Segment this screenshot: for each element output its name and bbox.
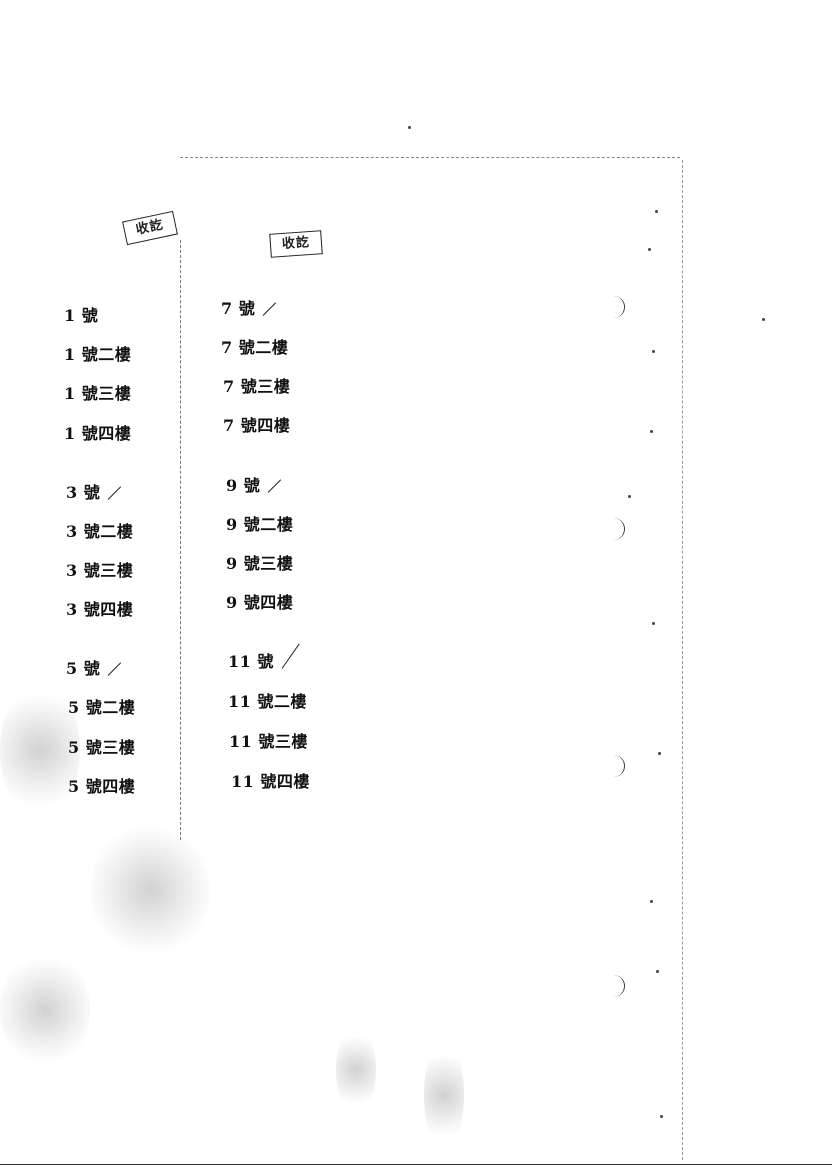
top-edge-line (180, 157, 680, 158)
punch-hole-icon (608, 755, 625, 777)
list-item: 5 號三樓 (68, 734, 135, 758)
list-item: 3 號四樓 (66, 596, 133, 620)
list-item: 7 號二樓 (221, 334, 288, 358)
list-item: 1 號三樓 (64, 380, 131, 404)
list-item: 1 號二樓 (64, 341, 131, 365)
scan-speck (408, 126, 411, 129)
scan-speck (658, 752, 661, 755)
entry-label: 3 號四樓 (66, 600, 134, 619)
list-item: 3 號 (66, 479, 122, 503)
entry-label: 1 號三樓 (64, 384, 132, 403)
entry-label: 7 號四樓 (223, 416, 291, 435)
entry-label: 11 號三樓 (229, 732, 308, 751)
checkmark-icon (280, 653, 296, 669)
checkmark-icon (261, 300, 277, 316)
entry-label: 9 號 (226, 476, 261, 495)
entry-label: 3 號二樓 (66, 522, 134, 541)
scan-speck (648, 248, 651, 251)
list-item: 11 號 (228, 648, 296, 672)
entry-label: 9 號四樓 (226, 593, 294, 612)
scan-smudge (90, 820, 210, 960)
entry-label: 5 號三樓 (68, 738, 136, 757)
list-item: 5 號二樓 (68, 694, 135, 718)
entry-label: 11 號二樓 (228, 692, 307, 711)
list-item: 11 號三樓 (229, 728, 308, 752)
punch-hole-icon (608, 296, 625, 318)
scan-smudge (424, 1040, 464, 1150)
entry-label: 1 號 (64, 306, 99, 325)
entry-label: 7 號 (221, 299, 256, 318)
scan-speck (660, 1115, 663, 1118)
entry-label: 5 號 (66, 659, 101, 678)
list-item: 3 號三樓 (66, 557, 133, 581)
list-item: 9 號三樓 (226, 550, 293, 574)
list-item: 3 號二樓 (66, 518, 133, 542)
entry-label: 7 號三樓 (223, 377, 291, 396)
entry-label: 1 號二樓 (64, 345, 132, 364)
checkmark-icon (106, 660, 122, 676)
entry-label: 11 號 (228, 652, 274, 671)
list-item: 7 號 (221, 295, 277, 319)
scan-speck (650, 900, 653, 903)
entry-label: 5 號四樓 (68, 777, 136, 796)
entry-label: 11 號四樓 (231, 772, 310, 791)
right-margin-line (682, 160, 683, 1160)
entry-label: 3 號三樓 (66, 561, 134, 580)
received-stamp: 收訖 (269, 230, 323, 258)
entry-label: 9 號三樓 (226, 554, 294, 573)
list-item: 5 號 (66, 655, 122, 679)
punch-hole-icon (608, 975, 625, 997)
entry-label: 3 號 (66, 483, 101, 502)
scan-speck (628, 495, 631, 498)
list-item: 5 號四樓 (68, 773, 135, 797)
checkmark-icon (266, 477, 282, 493)
fold-line (180, 240, 181, 840)
punch-hole-icon (608, 518, 625, 540)
entry-label: 9 號二樓 (226, 515, 294, 534)
list-item: 1 號 (64, 302, 98, 326)
received-stamp: 收訖 (122, 210, 178, 246)
entry-label: 5 號二樓 (68, 698, 136, 717)
entry-label: 1 號四樓 (64, 424, 132, 443)
scan-smudge (0, 950, 90, 1070)
list-item: 11 號二樓 (228, 688, 307, 712)
scan-speck (652, 350, 655, 353)
list-item: 7 號三樓 (223, 373, 290, 397)
list-item: 11 號四樓 (231, 768, 310, 792)
scan-speck (655, 210, 658, 213)
checkmark-icon (106, 484, 122, 500)
scan-smudge (336, 1025, 376, 1115)
scan-speck (650, 430, 653, 433)
list-item: 1 號四樓 (64, 420, 131, 444)
entry-label: 7 號二樓 (221, 338, 289, 357)
list-item: 9 號 (226, 472, 282, 496)
bottom-edge-line (0, 1164, 832, 1165)
scan-speck (762, 318, 765, 321)
scan-speck (656, 970, 659, 973)
list-item: 9 號四樓 (226, 589, 293, 613)
list-item: 7 號四樓 (223, 412, 290, 436)
scan-smudge (0, 680, 80, 820)
scan-speck (652, 622, 655, 625)
list-item: 9 號二樓 (226, 511, 293, 535)
